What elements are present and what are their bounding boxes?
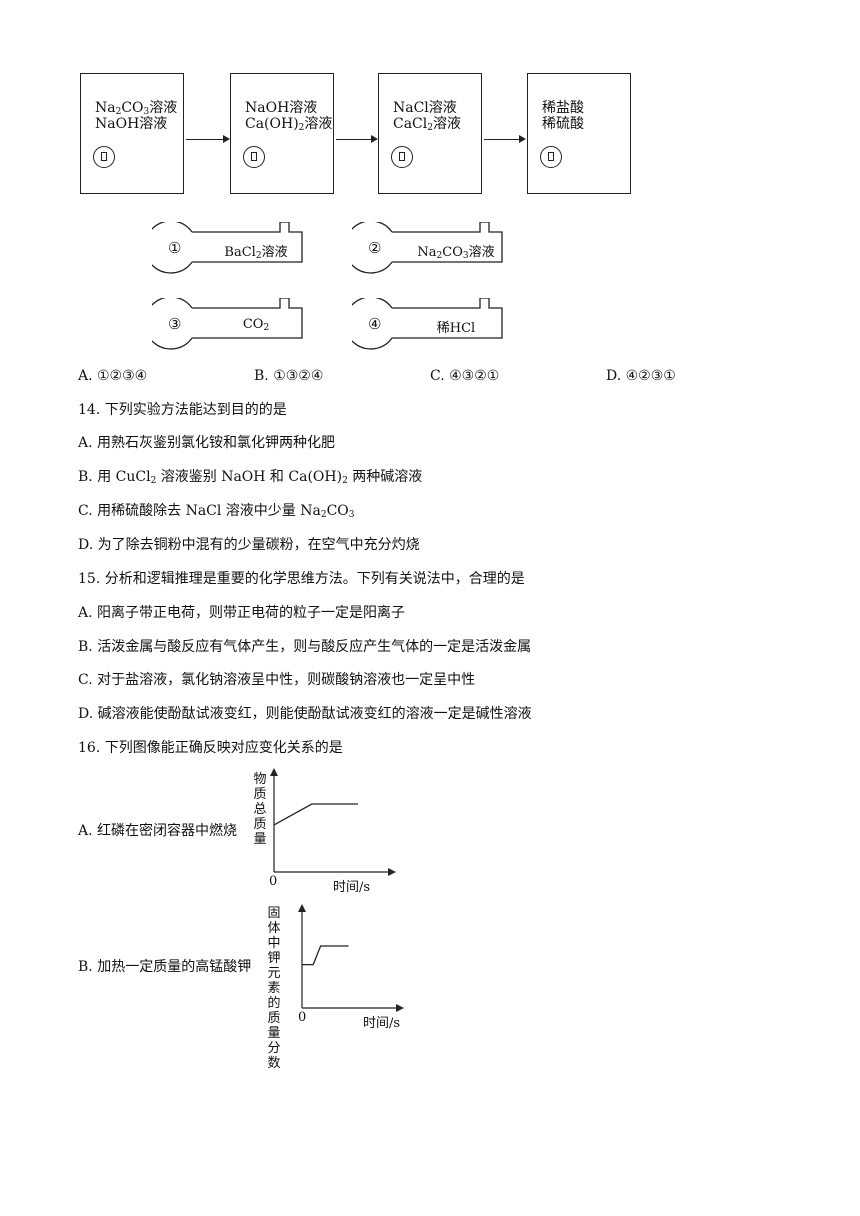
key-4: ④ 稀HCl: [352, 298, 512, 354]
graph-b-curve: [302, 945, 349, 966]
q13-option-c[interactable]: C. ④③②①: [430, 368, 500, 384]
q16-option-a[interactable]: A. 红磷在密闭容器中燃烧: [78, 823, 238, 839]
graph-a-ylabel: 物质总质量: [253, 772, 267, 847]
q14-option-b[interactable]: B. 用 CuCl2 溶液鉴别 NaOH 和 Ca(OH)2 两种碱溶液: [78, 469, 423, 486]
q16-stem: 16. 下列图像能正确反映对应变化关系的是: [78, 740, 343, 756]
key-icon: [152, 298, 303, 350]
graph-b-ylabel: 固体中钾元素的质量分数: [267, 906, 281, 1071]
keyhole-icon: [540, 146, 562, 168]
flow-box-3: NaCl溶液 CaCl2溶液: [378, 73, 482, 194]
q16-option-b[interactable]: B. 加热一定质量的高锰酸钾: [78, 959, 252, 975]
flow-box-2-line1: NaOH溶液: [245, 100, 318, 116]
flow-box-4-line1: 稀盐酸: [542, 100, 584, 116]
q15-option-b[interactable]: B. 活泼金属与酸反应有气体产生，则与酸反应产生气体的一定是活泼金属: [78, 639, 532, 655]
graph-b-y-arrow: [298, 904, 306, 912]
q13-option-d[interactable]: D. ④②③①: [606, 368, 676, 384]
flow-box-4-line2: 稀硫酸: [542, 116, 584, 132]
graph-b-origin: 0: [298, 1010, 307, 1025]
flow-box-3-line2: CaCl2溶液: [393, 116, 461, 133]
flow-box-1-line2: NaOH溶液: [95, 116, 168, 132]
arrow-right-icon: [484, 135, 526, 143]
flow-box-4: 稀盐酸 稀硫酸: [527, 73, 631, 194]
arrow-right-icon: [336, 135, 378, 143]
graph-b-xlabel: 时间/s: [363, 1016, 401, 1031]
q14-option-d[interactable]: D. 为了除去铜粉中混有的少量碳粉，在空气中充分灼烧: [78, 537, 420, 553]
q15-option-d[interactable]: D. 碱溶液能使酚酞试液变红，则能使酚酞试液变红的溶液一定是碱性溶液: [78, 706, 532, 722]
key-label: CO2: [242, 317, 270, 333]
graph-a-x-arrow: [388, 868, 396, 876]
key-3: ③ CO2: [152, 298, 312, 354]
key-icon: [152, 222, 303, 274]
key-1: ① BaCl2溶液: [152, 222, 312, 278]
q13-option-b[interactable]: B. ①③②④: [254, 368, 324, 384]
graph-a-y-arrow: [270, 768, 278, 776]
q14-option-c[interactable]: C. 用稀硫酸除去 NaCl 溶液中少量 Na2CO3: [78, 503, 355, 520]
q15-option-c[interactable]: C. 对于盐溶液，氯化钠溶液呈中性，则碳酸钠溶液也一定呈中性: [78, 672, 476, 688]
graph-b: [298, 904, 404, 1012]
graph-b-x-arrow: [396, 1004, 404, 1012]
key-label: BaCl2溶液: [224, 245, 288, 261]
keyhole-icon: [243, 146, 265, 168]
key-number: ③: [168, 315, 182, 333]
flow-box-3-line1: NaCl溶液: [393, 100, 457, 116]
q14-option-a[interactable]: A. 用熟石灰鉴别氯化铵和氯化钾两种化肥: [78, 435, 336, 451]
key-number: ④: [368, 315, 382, 333]
q15-stem: 15. 分析和逻辑推理是重要的化学思维方法。下列有关说法中，合理的是: [78, 571, 525, 587]
q14-stem: 14. 下列实验方法能达到目的的是: [78, 402, 287, 418]
key-label: 稀HCl: [436, 321, 476, 336]
keyhole-icon: [391, 146, 413, 168]
graph-a-xlabel: 时间/s: [333, 880, 371, 895]
graph-a-curve: [273, 803, 358, 826]
key-2: ② Na2CO3溶液: [352, 222, 512, 278]
flow-box-1: Na2CO3溶液 NaOH溶液: [80, 73, 184, 194]
key-label: Na2CO3溶液: [417, 245, 495, 261]
arrow-right-icon: [186, 135, 230, 143]
flow-box-1-line1: Na2CO3溶液: [95, 100, 178, 117]
key-icon: [352, 222, 503, 274]
flow-box-2: NaOH溶液 Ca(OH)2溶液: [230, 73, 334, 194]
key-number: ②: [368, 239, 382, 257]
key-number: ①: [168, 239, 182, 257]
flow-box-2-line2: Ca(OH)2溶液: [245, 116, 333, 133]
keyhole-icon: [93, 146, 115, 168]
graph-a: [270, 768, 396, 876]
graph-a-origin: 0: [269, 874, 278, 889]
q13-option-a[interactable]: A. ①②③④: [78, 368, 148, 384]
key-icon: [352, 298, 503, 350]
q15-option-a[interactable]: A. 阳离子带正电荷，则带正电荷的粒子一定是阳离子: [78, 605, 406, 621]
